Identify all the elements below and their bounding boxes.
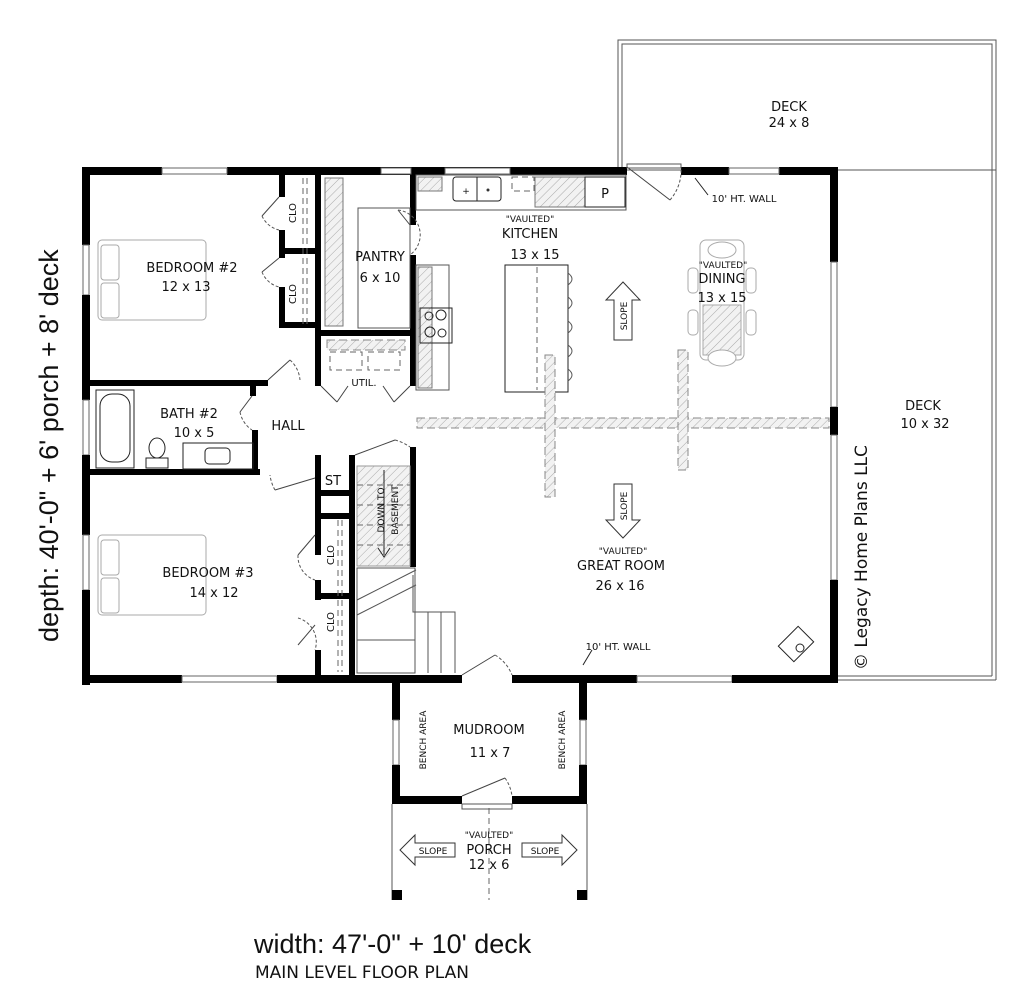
room-great-room: "VAULTED" GREAT ROOM 26 x 16 [577, 547, 665, 594]
closet-labels: CLO CLO CLO CLO [288, 203, 337, 632]
room-size: 6 x 10 [360, 271, 401, 286]
sink-icon: + [452, 176, 502, 202]
room-dining: "VAULTED" DINING 13 x 15 [697, 261, 747, 306]
svg-text:CLO: CLO [288, 284, 299, 304]
slope-arrow-great-room: SLOPE [604, 483, 642, 539]
deck-name: DECK [771, 100, 807, 115]
room-size: 13 x 15 [510, 248, 559, 263]
room-size: 11 x 7 [470, 746, 511, 761]
room-name: UTIL. [351, 378, 376, 389]
svg-text:SLOPE: SLOPE [620, 491, 630, 520]
room-size: 26 x 16 [595, 579, 644, 594]
svg-text:"VAULTED": "VAULTED" [506, 215, 555, 225]
svg-text:"VAULTED": "VAULTED" [465, 831, 514, 841]
wall-note-top: 10' HT. WALL [712, 194, 777, 205]
room-name: BATH #2 [160, 407, 218, 422]
stairs-down-to-basement [356, 465, 456, 674]
svg-text:"VAULTED": "VAULTED" [699, 261, 748, 271]
room-size: 14 x 12 [189, 586, 238, 601]
svg-text:BASEMENT: BASEMENT [391, 485, 401, 535]
deck-top [617, 39, 997, 171]
room-size: 12 x 6 [469, 858, 510, 873]
svg-text:DOWN TO: DOWN TO [377, 487, 387, 532]
room-name: GREAT ROOM [577, 559, 665, 574]
stairs-label: DOWN TO BASEMENT [377, 485, 401, 535]
room-name: BEDROOM #2 [146, 261, 237, 276]
deck-name: DECK [905, 399, 941, 414]
room-bedroom3: BEDROOM #3 14 x 12 [162, 566, 253, 601]
deck-side [617, 40, 997, 681]
kitchen-island [504, 264, 573, 393]
deck-size: 24 x 8 [769, 116, 810, 131]
exterior-walls [82, 167, 838, 685]
plan-title: MAIN LEVEL FLOOR PLAN [255, 963, 469, 983]
toilet-icon [145, 437, 169, 469]
room-storage: ST [325, 474, 341, 489]
svg-text:SLOPE: SLOPE [419, 847, 448, 857]
width-dimension: width: 47'-0" + 10' deck [253, 929, 532, 959]
bed-bedroom3 [97, 534, 207, 616]
svg-text:CLO: CLO [288, 203, 299, 223]
dining-table [687, 239, 757, 367]
deck-side-label: DECK 10 x 32 [900, 399, 949, 432]
room-pantry: PANTRY 6 x 10 [355, 250, 405, 286]
svg-text:"VAULTED": "VAULTED" [599, 547, 648, 557]
pantry-shelves [324, 177, 411, 329]
svg-text:SLOPE: SLOPE [620, 301, 630, 330]
range-icon [419, 307, 453, 344]
mudroom-walls [392, 675, 587, 804]
pantry-cabinet-label: P [601, 187, 609, 202]
room-name: PANTRY [355, 250, 405, 265]
deck-top-label: DECK 24 x 8 [769, 100, 810, 131]
closet-details [302, 178, 343, 672]
svg-text:+: + [462, 187, 470, 197]
room-size: 12 x 13 [161, 280, 210, 295]
utility-appliances [326, 339, 406, 371]
bed-bedroom2 [97, 239, 207, 321]
room-name: DINING [698, 272, 745, 287]
room-hall: HALL [271, 419, 305, 434]
room-bath2: BATH #2 10 x 5 [160, 407, 218, 441]
kitchen-counters: + P [415, 174, 627, 393]
room-porch: "VAULTED" PORCH 12 x 6 [465, 831, 514, 873]
vanity-sink-icon [182, 442, 254, 470]
room-mudroom: MUDROOM 11 x 7 [453, 723, 524, 761]
svg-text:CLO: CLO [326, 612, 337, 632]
room-name: MUDROOM [453, 723, 524, 738]
slope-arrow-porch-left: SLOPE [399, 833, 456, 867]
svg-text:CLO: CLO [326, 545, 337, 565]
room-name: KITCHEN [502, 227, 558, 242]
svg-text:SLOPE: SLOPE [531, 847, 560, 857]
slope-arrow-porch-right: SLOPE [521, 833, 578, 867]
wall-note-bottom: 10' HT. WALL [586, 642, 651, 653]
bathtub-icon [95, 389, 135, 469]
copyright-label: © Legacy Home Plans LLC [852, 445, 872, 670]
svg-text:BENCH AREA: BENCH AREA [419, 710, 429, 770]
ceiling-beams [416, 349, 830, 498]
room-size: 10 x 5 [174, 426, 215, 441]
interior-walls [90, 175, 416, 675]
room-size: 13 x 15 [697, 291, 746, 306]
slope-arrow-kitchen: SLOPE [604, 281, 642, 341]
room-name: BEDROOM #3 [162, 566, 253, 581]
room-bedroom2: BEDROOM #2 12 x 13 [146, 261, 237, 295]
porch [391, 803, 588, 900]
bath-fixtures [95, 389, 254, 470]
depth-dimension: depth: 40'-0" + 6' porch + 8' deck [34, 249, 64, 642]
wood-stove-icon [777, 625, 815, 663]
svg-text:BENCH AREA: BENCH AREA [558, 710, 568, 770]
room-util: UTIL. [351, 378, 376, 389]
doors [239, 163, 815, 797]
bench-labels: BENCH AREA BENCH AREA [419, 710, 568, 770]
deck-size: 10 x 32 [900, 417, 949, 432]
room-name: PORCH [466, 843, 511, 858]
room-kitchen: "VAULTED" KITCHEN 13 x 15 [502, 215, 560, 263]
